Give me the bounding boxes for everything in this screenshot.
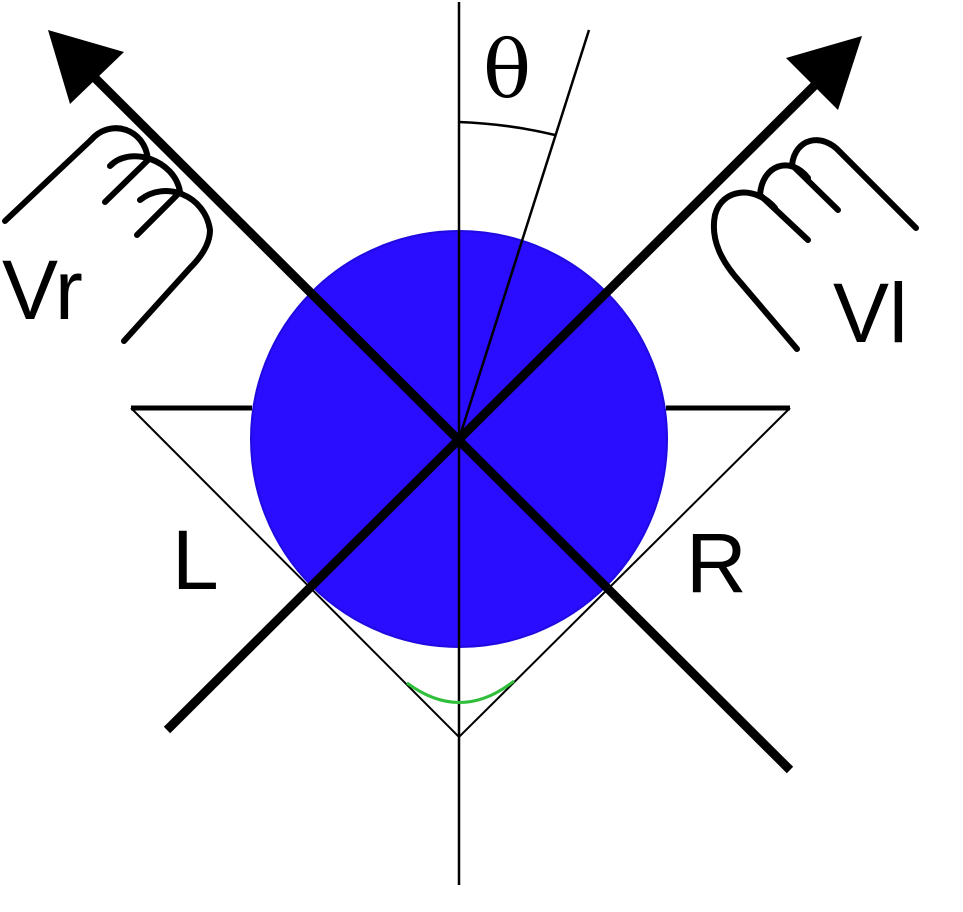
arrow-up-left-icon [48, 30, 124, 104]
coil-icon [2, 125, 213, 344]
vr-label: Vr [2, 243, 83, 337]
coil-icon [710, 137, 919, 352]
theta-label: θ [483, 23, 531, 116]
bottom-angle-arc [406, 679, 515, 704]
theta-line [457, 29, 591, 440]
vl-label: Vl [833, 266, 908, 360]
l-label: L [172, 513, 219, 607]
theta-arc [458, 120, 556, 137]
arrow-up-right-icon [786, 36, 862, 110]
vl-axis-line [163, 76, 824, 734]
r-label: R [686, 516, 747, 610]
vr-axis-line [89, 72, 794, 774]
